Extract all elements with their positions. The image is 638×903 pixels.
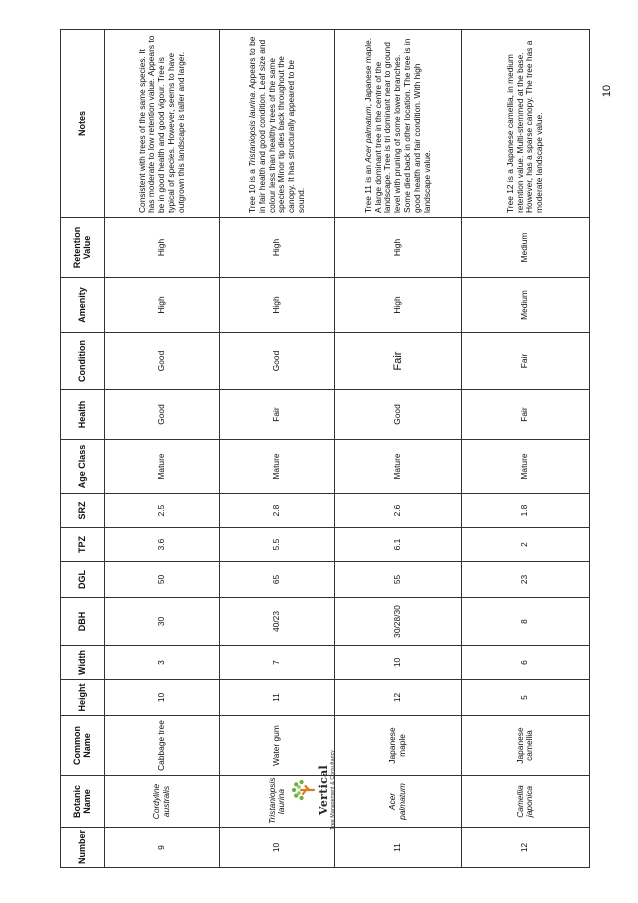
logo-rotated: Vertical Tree Management & Consultancy — [290, 730, 350, 850]
cell-height: 10 — [104, 679, 220, 716]
cell-dgl: 65 — [219, 561, 335, 598]
header-number: Number — [60, 827, 105, 868]
cell-srz: 2.5 — [104, 493, 220, 528]
cell-width: 6 — [461, 645, 590, 680]
cell-amenity: Medium — [461, 277, 590, 333]
header-health: Health — [60, 389, 105, 440]
table-row: 12 Camellia japonica Japanese camellia 5… — [461, 29, 590, 868]
cell-notes: Tree 10 is a Tristaniopsis laurina. Appe… — [219, 29, 335, 218]
cell-amenity: High — [219, 277, 335, 333]
cell-width: 7 — [219, 645, 335, 680]
cell-common-name: Cabbage tree — [104, 715, 220, 776]
header-tpz: TPZ — [60, 527, 105, 562]
cell-dbh: 30 — [104, 597, 220, 646]
cell-notes: Tree 11 is an Acer palmatum, Japanese ma… — [334, 29, 462, 218]
notes-text: Tree 10 is a — [246, 166, 257, 213]
header-amenity: Amenity — [60, 277, 105, 333]
cell-number: 11 — [334, 827, 462, 868]
company-logo: Vertical Tree Management & Consultancy — [290, 730, 470, 830]
notes-text: Tree 11 is an — [362, 162, 373, 213]
notes-species-name: Acer palmatum — [362, 106, 373, 163]
header-row: Number Botanic Name Common Name Height W… — [60, 29, 105, 868]
header-common-name: Common Name — [60, 715, 105, 776]
header-height: Height — [60, 679, 105, 716]
cell-srz: 2.8 — [219, 493, 335, 528]
cell-retention-value: High — [334, 217, 462, 278]
cell-height: 5 — [461, 679, 590, 716]
cell-notes: Consistent with trees of the same specie… — [104, 29, 220, 218]
notes-species-name: Tristaniopsis laurina — [246, 92, 257, 167]
cell-dbh: 40/23 — [219, 597, 335, 646]
cell-height: 12 — [334, 679, 462, 716]
cell-condition: Fair — [461, 332, 590, 390]
cell-retention-value: High — [104, 217, 220, 278]
cell-health: Good — [104, 389, 220, 440]
cell-age-class: Mature — [461, 439, 590, 494]
header-dgl: DGL — [60, 561, 105, 598]
cell-age-class: Mature — [334, 439, 462, 494]
cell-health: Fair — [219, 389, 335, 440]
cell-dgl: 50 — [104, 561, 220, 598]
header-botanic-name: Botanic Name — [60, 775, 105, 828]
cell-number: 12 — [461, 827, 590, 868]
cell-condition: Good — [104, 332, 220, 390]
logo-tagline: Tree Management & Consultancy — [330, 750, 336, 830]
header-age-class: Age Class — [60, 439, 105, 494]
cell-retention-value: Medium — [461, 217, 590, 278]
cell-botanic-name: Camellia japonica — [461, 775, 590, 828]
header-width: Width — [60, 645, 105, 680]
cell-notes: Tree 12 is a Japanese camellia, in mediu… — [461, 29, 590, 218]
header-notes: Notes — [60, 29, 105, 218]
cell-width: 3 — [104, 645, 220, 680]
cell-health: Good — [334, 389, 462, 440]
table-row: 9 Cordyline australis Cabbage tree 10 3 … — [104, 29, 220, 868]
cell-width: 10 — [334, 645, 462, 680]
cell-dgl: 23 — [461, 561, 590, 598]
cell-retention-value: High — [219, 217, 335, 278]
cell-dbh: 30/28/30 — [334, 597, 462, 646]
notes-text: , Japanese maple. A large dominant tree … — [362, 37, 432, 213]
cell-age-class: Mature — [219, 439, 335, 494]
cell-common-name: Japanese camellia — [461, 715, 590, 776]
cell-condition: Good — [219, 332, 335, 390]
cell-age-class: Mature — [104, 439, 220, 494]
cell-amenity: High — [104, 277, 220, 333]
cell-srz: 1.8 — [461, 493, 590, 528]
header-retention-value: Retention Value — [60, 217, 105, 278]
cell-tpz: 2 — [461, 527, 590, 562]
notes-text: . Appears to be in fair health and good … — [246, 36, 306, 213]
header-condition: Condition — [60, 332, 105, 390]
header-dbh: DBH — [60, 597, 105, 646]
cell-srz: 2.6 — [334, 493, 462, 528]
logo-brand-text: Vertical — [317, 765, 330, 815]
cell-health: Fair — [461, 389, 590, 440]
cell-condition: Fair — [334, 332, 462, 390]
cell-number: 9 — [104, 827, 220, 868]
cell-amenity: High — [334, 277, 462, 333]
tree-logo-icon — [291, 779, 316, 801]
header-srz: SRZ — [60, 493, 105, 528]
cell-tpz: 3.6 — [104, 527, 220, 562]
cell-height: 11 — [219, 679, 335, 716]
cell-tpz: 6.1 — [334, 527, 462, 562]
page-number: 10 — [601, 84, 613, 98]
cell-tpz: 5.5 — [219, 527, 335, 562]
cell-botanic-name: Cordyline australis — [104, 775, 220, 828]
cell-dbh: 8 — [461, 597, 590, 646]
cell-dgl: 55 — [334, 561, 462, 598]
